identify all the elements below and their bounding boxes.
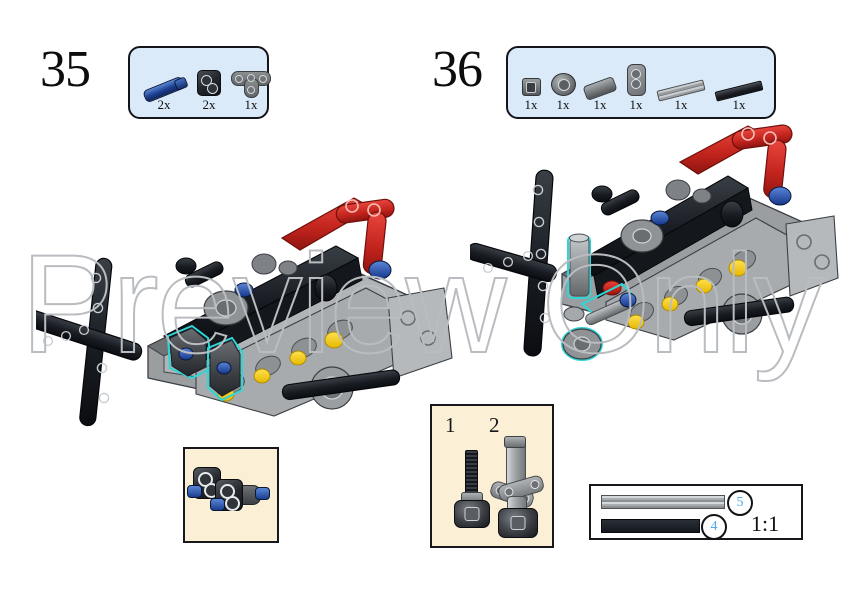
part-item-gray-2x-beam: 1x	[620, 62, 652, 111]
part-quantity: 1x	[524, 97, 538, 112]
subassembly-step-label-1: 1	[445, 413, 456, 437]
axle-connector-icon	[580, 62, 620, 102]
scale-reference-box: 5 4 1:1	[589, 484, 803, 540]
step-number-35: 35	[40, 41, 91, 98]
part-item-gray-bushing: 1x	[516, 62, 546, 111]
engine-block-36	[605, 217, 815, 341]
gray-gear-top-36	[620, 219, 664, 253]
lower-black-bar-36	[683, 296, 795, 327]
engine-block	[195, 287, 435, 417]
yellow-pistons-36	[627, 259, 748, 330]
model-illustration-step-35	[36, 140, 456, 440]
part-quantity: 1x	[674, 97, 688, 112]
new-connector-parts	[169, 327, 241, 397]
light-gray-axle-5-icon	[652, 62, 710, 102]
part-quantity: 1x	[556, 97, 570, 112]
scale-ratio-label: 1:1	[751, 511, 780, 536]
right-panel-36	[785, 215, 839, 297]
top-pins-36	[591, 179, 744, 228]
gray-gear-top	[203, 290, 249, 326]
subassembly-step-label-2: 2	[489, 413, 500, 437]
part-item-light-gray-axle-5: 1x	[652, 62, 710, 111]
gear-assembly-2	[488, 436, 548, 538]
part-quantity: 1x	[629, 97, 643, 112]
new-axle-and-gear-36	[562, 233, 637, 360]
gray-angled-beam-icon	[228, 62, 274, 98]
right-panel	[387, 287, 453, 379]
parts-list-step-35: 2x 2x 1x	[130, 48, 271, 117]
scale-length-badge-4: 4	[701, 514, 727, 540]
gray-2x-beam-icon	[620, 62, 652, 96]
scale-bar-light-gray-axle	[601, 495, 725, 509]
parts-callout-step-35: 2x 2x 1x	[128, 46, 271, 119]
subassembly-box-gears: 1 2	[430, 404, 554, 548]
scale-bar-black-axle	[601, 519, 700, 533]
parts-callout-step-36: 1x 1x 1x 1x	[506, 46, 776, 119]
gray-gear-icon	[546, 62, 580, 96]
top-pins	[175, 253, 338, 302]
part-quantity: 1x	[732, 97, 746, 112]
part-quantity: 1x	[593, 97, 607, 112]
gear-assembly-1	[452, 450, 490, 538]
black-beam-diagonal-36	[470, 242, 558, 283]
part-quantity: 2x	[157, 97, 171, 112]
step-number-36: 36	[432, 41, 483, 98]
black-beam-diagonal	[36, 308, 143, 361]
part-item-gray-gear: 1x	[546, 62, 580, 111]
lower-black-bar	[281, 369, 401, 401]
part-item-axle-connector: 1x	[580, 62, 620, 111]
part-quantity: 2x	[202, 97, 216, 112]
part-quantity: 1x	[244, 97, 258, 112]
subassembly-box-connectors	[183, 447, 279, 543]
parts-list-step-36: 1x 1x 1x 1x	[508, 48, 774, 117]
model-illustration-step-36	[470, 118, 840, 418]
part-item-dark-gray-connector: 2x	[190, 62, 228, 111]
part-item-black-axle-4: 1x	[710, 62, 768, 111]
black-axle-4-icon	[710, 62, 768, 102]
gray-bushing-icon	[516, 62, 546, 96]
red-lever-arm-36	[678, 124, 793, 206]
dark-gray-connector-icon	[190, 62, 228, 96]
part-item-blue-axle-pin: 2x	[138, 62, 190, 111]
red-lever-arm	[280, 197, 395, 280]
part-item-gray-angled-beam: 1x	[228, 62, 274, 111]
scale-length-badge-5: 5	[727, 490, 753, 516]
blue-axle-pin-icon	[138, 62, 190, 104]
